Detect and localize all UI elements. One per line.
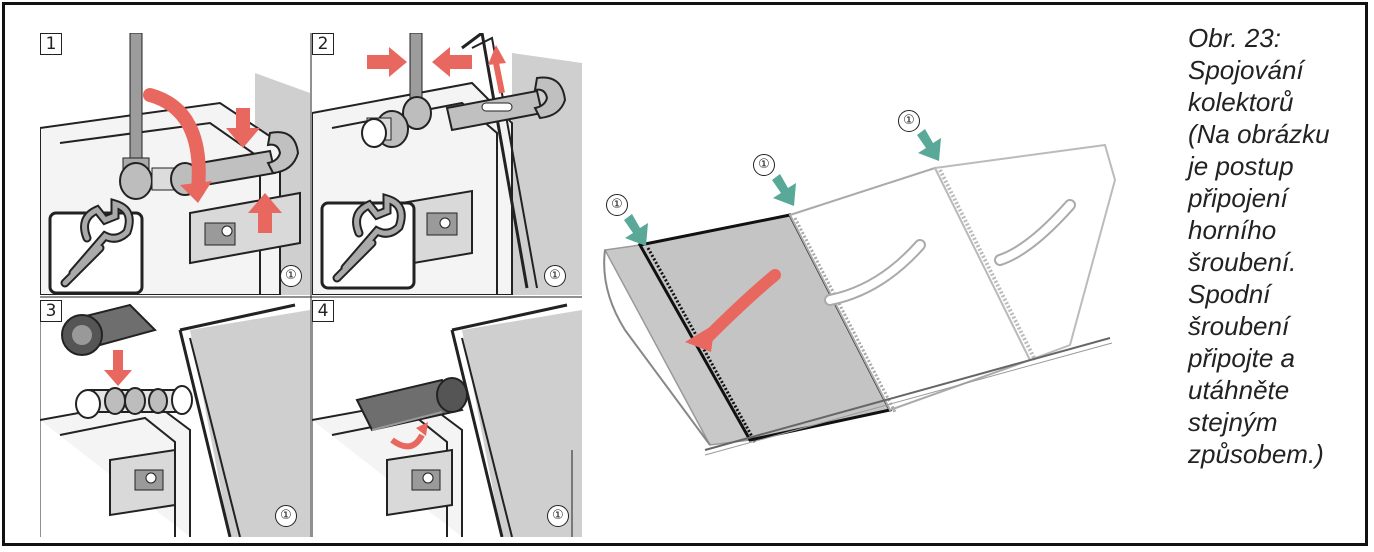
step-panel-2: 2 ① bbox=[312, 33, 582, 295]
caption-line: připojení bbox=[1188, 183, 1288, 213]
caption-line: šroubení. bbox=[1188, 247, 1297, 277]
step-number-4: 4 bbox=[312, 300, 334, 322]
caption-line: šroubení bbox=[1188, 311, 1290, 341]
caption-line: (Na obrázku bbox=[1188, 119, 1330, 149]
caption-line: připojte a bbox=[1188, 343, 1295, 373]
collector-marker-3: ① bbox=[898, 110, 920, 132]
step-number-3: 3 bbox=[40, 300, 62, 322]
step-2-illustration bbox=[312, 33, 582, 295]
caption-line: Spojování bbox=[1188, 55, 1304, 85]
step-2-marker: ① bbox=[544, 265, 566, 287]
step-panel-1: 1 ① bbox=[40, 33, 310, 295]
figure-caption: Obr. 23: Spojování kolektorů (Na obrázku… bbox=[1188, 22, 1358, 470]
step-1-marker: ① bbox=[280, 265, 302, 287]
caption-line: kolektorů bbox=[1188, 87, 1294, 117]
step-4-illustration bbox=[312, 300, 582, 537]
caption-line: stejným bbox=[1188, 407, 1278, 437]
caption-line: Spodní bbox=[1188, 279, 1271, 309]
caption-line: je postup bbox=[1188, 151, 1294, 181]
step-4-marker: ① bbox=[547, 505, 569, 527]
caption-line: Obr. 23: bbox=[1188, 23, 1281, 53]
step-1-illustration bbox=[40, 33, 310, 295]
caption-line: způsobem.) bbox=[1188, 439, 1324, 469]
collector-marker-1: ① bbox=[606, 194, 628, 216]
step-number-1: 1 bbox=[40, 33, 62, 55]
step-3-marker: ① bbox=[275, 505, 297, 527]
step-panel-3: 3 ① bbox=[40, 300, 310, 537]
step-panel-4: 4 ① bbox=[312, 300, 582, 537]
step-3-illustration bbox=[40, 300, 310, 537]
collector-marker-2: ① bbox=[753, 154, 775, 176]
step-number-2: 2 bbox=[312, 33, 334, 55]
collector-assembly-illustration bbox=[603, 129, 1117, 456]
caption-line: horního bbox=[1188, 215, 1277, 245]
caption-line: utáhněte bbox=[1188, 375, 1290, 405]
